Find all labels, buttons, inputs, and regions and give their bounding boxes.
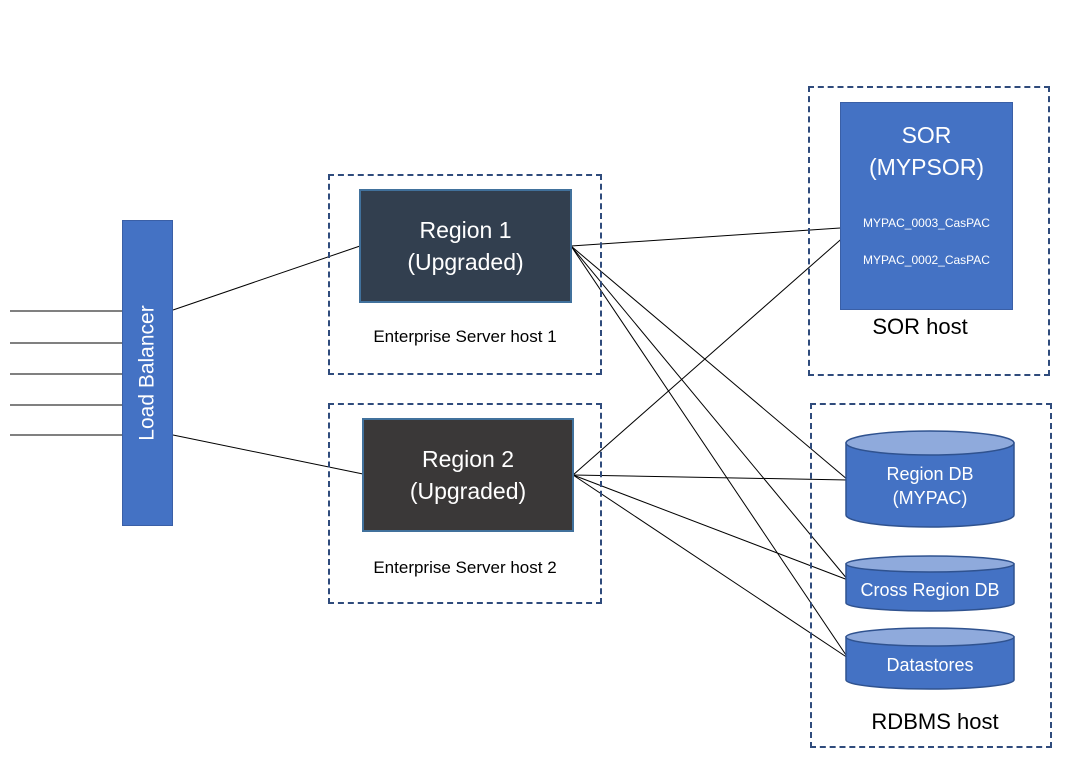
region1-to-datastores-line xyxy=(570,245,849,659)
region-2-node: Region 2 (Upgraded) xyxy=(362,418,574,532)
load-balancer: Load Balancer xyxy=(122,220,173,526)
es-host-2-label: Enterprise Server host 2 xyxy=(373,558,557,577)
sor-title: SOR xyxy=(901,122,952,148)
sor-node: SOR (MYPSOR) MYPAC_0003_CasPAC MYPAC_000… xyxy=(840,102,1013,310)
es-host-1-label: Enterprise Server host 1 xyxy=(373,327,557,346)
cross-region-db-name: Cross Region DB xyxy=(860,580,1000,600)
cross-region-db-label: Cross Region DB xyxy=(846,576,1014,604)
es-host-1-box xyxy=(328,174,602,375)
region2-to-region-db-line xyxy=(572,474,849,481)
region-db-label: Region DB (MYPAC) xyxy=(846,460,1014,512)
region-1-name: Region 1 xyxy=(419,217,512,243)
region2-to-cross-region-db-line xyxy=(572,474,849,581)
lb-to-region2-line xyxy=(172,434,364,475)
region-2-status: (Upgraded) xyxy=(409,478,527,504)
region1-to-sor-line xyxy=(570,226,856,247)
region1-to-region-db-line xyxy=(570,245,849,481)
sor-pac-item: MYPAC_0003_CasPAC xyxy=(863,216,990,230)
sor-host-box xyxy=(808,86,1050,376)
region-db-subtitle: (MYPAC) xyxy=(892,488,968,508)
datastores-cylinder xyxy=(845,627,1015,690)
cross-region-db-cylinder xyxy=(845,555,1015,612)
sor-subtitle: (MYPSOR) xyxy=(869,154,984,180)
region-1-status: (Upgraded) xyxy=(407,249,524,275)
region1-to-cross-region-db-line xyxy=(570,245,849,581)
rdbms-host-label: RDBMS host xyxy=(871,709,999,734)
region-1-node: Region 1 (Upgraded) xyxy=(359,189,572,303)
es-host-2-box xyxy=(328,403,602,604)
region-db-cylinder xyxy=(845,430,1015,528)
datastores-label: Datastores xyxy=(846,651,1014,679)
region2-to-datastores-line xyxy=(572,474,849,659)
region-db-name: Region DB xyxy=(886,464,974,484)
sor-pac-item: MYPAC_0002_CasPAC xyxy=(863,253,990,267)
region-2-name: Region 2 xyxy=(421,446,515,472)
sor-host-label: SOR host xyxy=(872,314,968,339)
datastores-name: Datastores xyxy=(886,655,974,675)
rdbms-host-box xyxy=(810,403,1052,748)
